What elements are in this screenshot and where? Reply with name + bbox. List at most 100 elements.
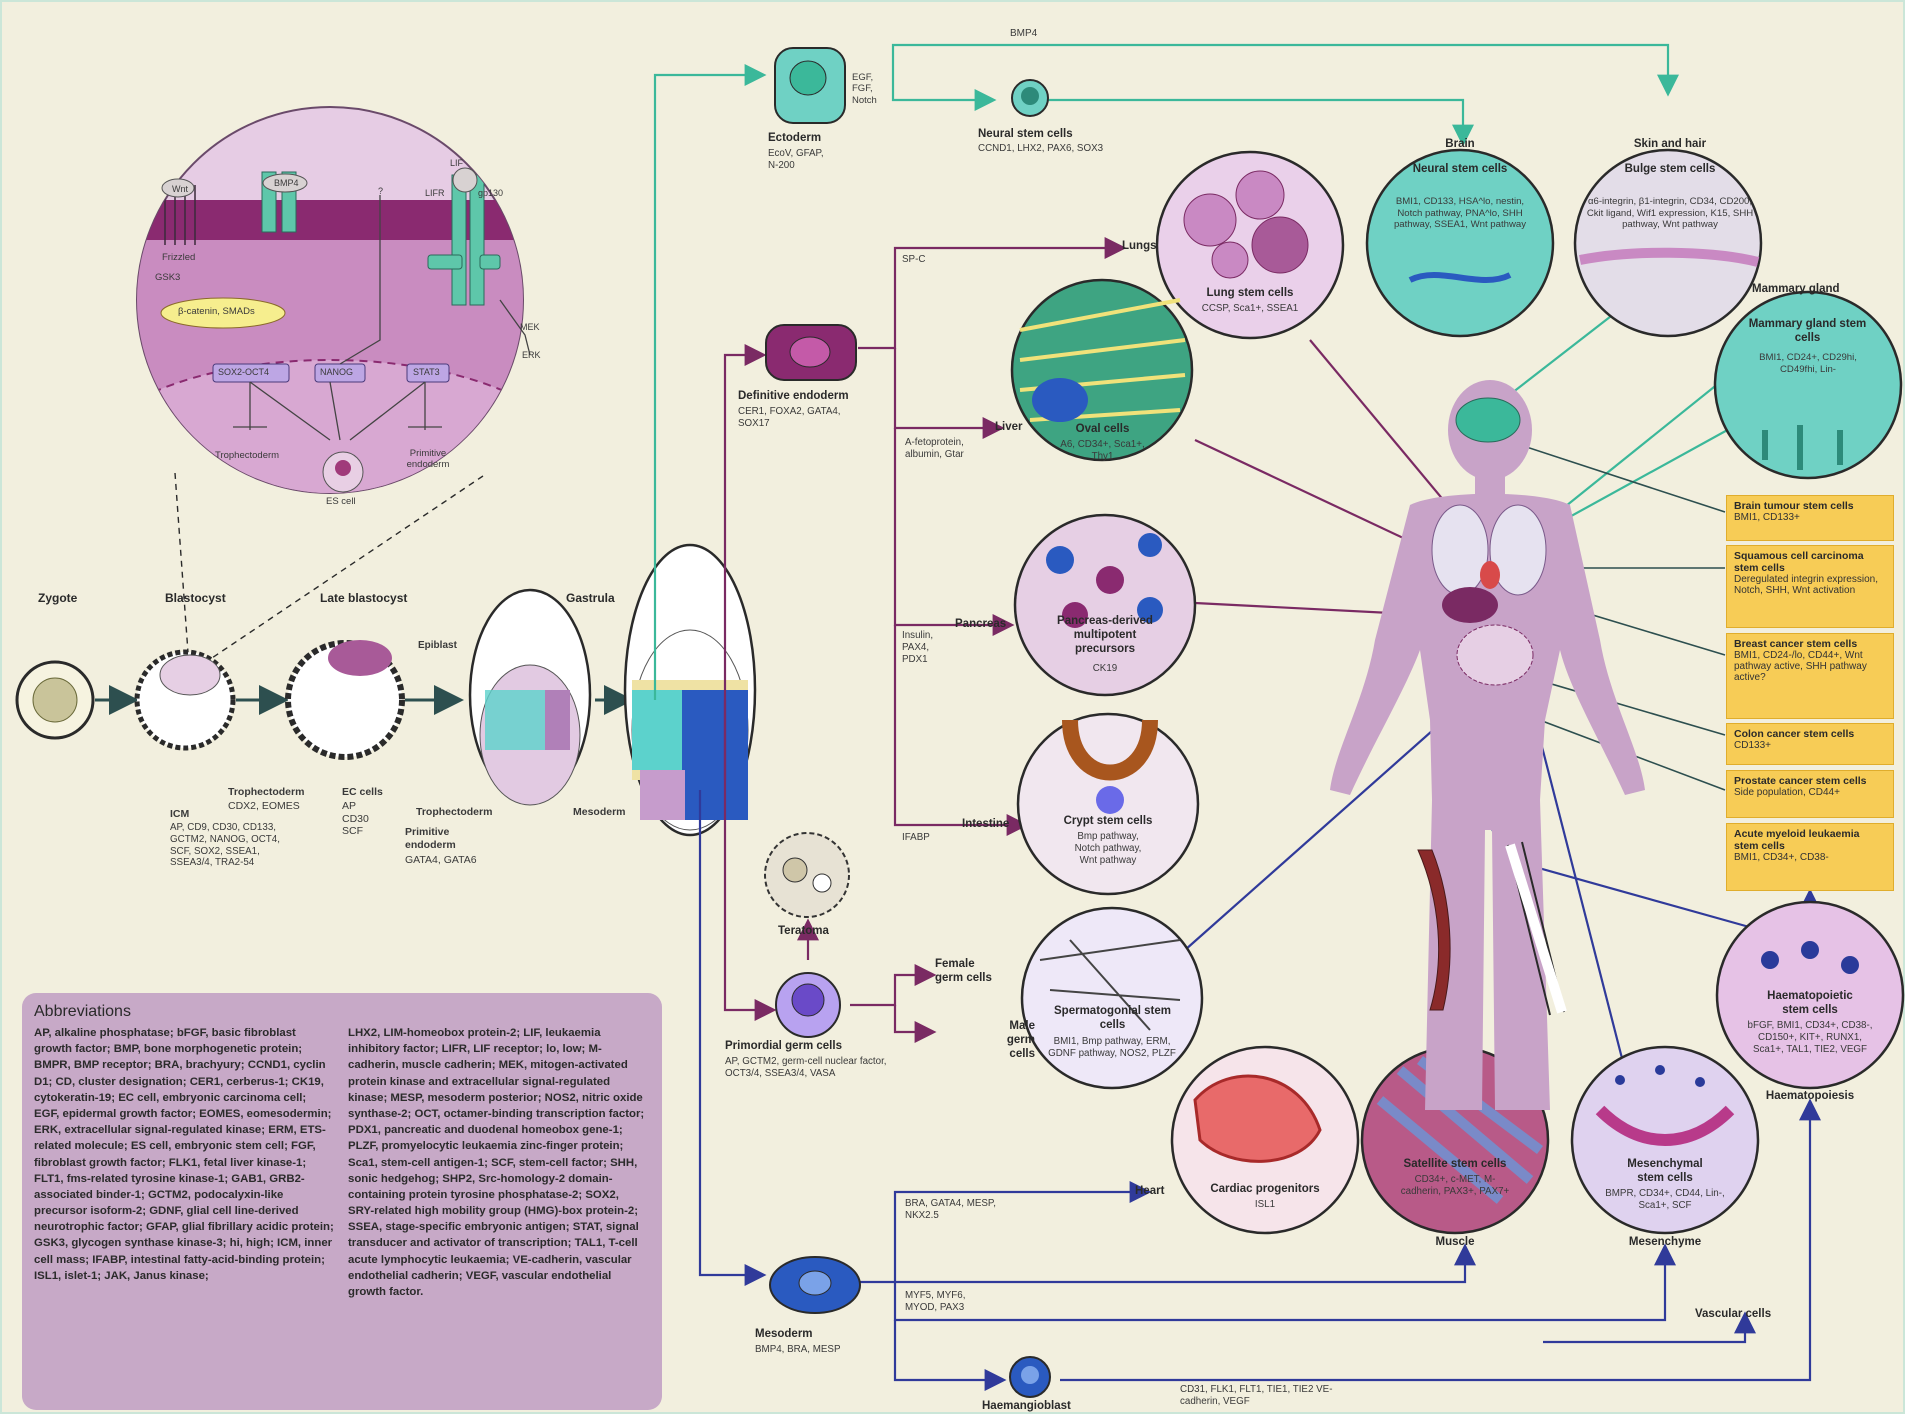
lifr-label: LIFR [425,188,445,199]
nanog-label: NANOG [320,367,353,378]
teratoma-label: Teratoma [778,925,829,939]
muscle-label: Muscle [1415,1236,1495,1250]
mesenchymal-title: Mesenchymal stem cells [1615,1158,1715,1186]
cardiac-title: Cardiac progenitors [1190,1183,1340,1197]
bmp4-label: BMP4 [1010,28,1037,40]
spc-label: SP-C [902,254,925,266]
haematopoietic-markers: bFGF, BMI1, CD34+, CD38-, CD150+, KIT+, … [1745,1020,1875,1055]
cancer-box-title: Brain tumour stem cells [1734,500,1886,512]
oval-cells-markers: A6, CD34+, Sca1+, Thy1 [1050,439,1155,463]
cancer-box-title: Squamous cell carcinoma stem cells [1734,550,1886,574]
gsk3-label: GSK3 [155,272,180,283]
pancreas-precursors-title: Pancreas-derived multipotent precursors [1050,615,1160,656]
cancer-box: Acute myeloid leukaemia stem cells BMI1,… [1726,823,1894,891]
gastrula-label: Gastrula [566,591,615,605]
stat3-label: STAT3 [413,367,440,378]
cancer-box: Breast cancer stem cells BMI1, CD24-/lo,… [1726,633,1894,719]
endoderm-markers: CER1, FOXA2, GATA4, SOX17 [738,406,848,430]
endoderm-title: Definitive endoderm [738,390,849,404]
sig-primitive-endoderm-label: Primitive endoderm [398,448,458,471]
pancreas-label: Pancreas [955,618,1006,632]
liver-markers: A-fetoprotein, albumin, Gtar [905,437,985,461]
zygote-label: Zygote [38,591,77,605]
primordial-markers: AP, GCTM2, germ-cell nuclear factor, OCT… [725,1056,905,1080]
cancer-box-desc: BMI1, CD133+ [1734,512,1886,523]
icm-markers: AP, CD9, CD30, CD133, GCTM2, NANOG, OCT4… [170,822,285,869]
wnt-label: Wnt [172,184,188,195]
neural-circle-title: Neural stem cells [1410,163,1510,177]
cancer-box-desc: CD133+ [1734,740,1886,751]
human-body-silhouette [1330,380,1645,1110]
unknown-receptor-label: ? [378,186,383,197]
mammary-gland-label: Mammary gland [1752,283,1840,297]
intestine-circle [1018,714,1198,894]
oval-cells-title: Oval cells [1040,423,1165,437]
cancer-box-title: Breast cancer stem cells [1734,638,1886,650]
haemangioblast-cell [1010,1357,1050,1397]
bulge-circle [1575,150,1761,336]
lungs-label: Lungs [1122,240,1157,254]
primordial-title: Primordial germ cells [725,1040,842,1054]
mesenchyme-label: Mesenchyme [1610,1236,1720,1250]
teratoma-blob [765,833,849,917]
ectoderm-title: Ectoderm [768,132,821,146]
late-blastocyst-label: Late blastocyst [320,591,407,605]
cancer-box-title: Colon cancer stem cells [1734,728,1886,740]
ectoderm-cell [775,48,845,123]
bulge-markers: α6-integrin, β1-integrin, CD34, CD200, C… [1585,196,1755,231]
blastocyst [137,652,233,748]
primordial-germ-cell [776,973,840,1037]
mammary-markers: BMI1, CD24+, CD29hi, CD49fhi, Lin- [1748,352,1868,375]
spermatogonial-title: Spermatogonial stem cells [1050,1005,1175,1033]
signalling-circle [80,107,580,580]
haematopoietic-title: Haematopoietic stem cells [1755,990,1865,1018]
bmp4-receptor-label: BMP4 [274,178,299,189]
trophectoderm-title: Trophectoderm [228,786,304,799]
spermatogonial-markers: BMI1, Bmp pathway, ERM, GDNF pathway, NO… [1042,1036,1182,1060]
gp130-label: gp130 [478,188,503,199]
frizzled-label: Frizzled [162,252,195,263]
gastrula-1 [470,590,590,805]
trophectoderm2-label: Trophectoderm [416,806,492,819]
cancer-box: Prostate cancer stem cells Side populati… [1726,770,1894,818]
mesoderm-title: Mesoderm [755,1328,813,1342]
lung-stem-title: Lung stem cells [1180,287,1320,301]
female-germ-label: Female germ cells [935,958,995,986]
bulge-title: Bulge stem cells [1615,163,1725,177]
satellite-markers: CD34+, c-MET, M-cadherin, PAX3+, PAX7+ [1400,1174,1510,1198]
brain-label: Brain [1420,138,1500,152]
ec-cells-title: EC cells [342,786,383,799]
mesoderm-markers: BMP4, BRA, MESP [755,1344,840,1356]
endoderm-cell [766,325,856,380]
cancer-box-desc: Side population, CD44+ [1734,787,1886,798]
ectoderm-factors: EGF, FGF, Notch [852,72,892,106]
neural-stem-title: Neural stem cells [978,128,1073,142]
haemangioblast-label: Haemangioblast [982,1400,1071,1414]
lung-stem-markers: CCSP, Sca1+, SSEA1 [1180,303,1320,315]
late-blastocyst [288,640,402,757]
abbreviations-column-2: LHX2, LIM-homeobox protein-2; LIF, leuka… [348,1025,648,1300]
cancer-box: Brain tumour stem cells BMI1, CD133+ [1726,495,1894,541]
haematopoiesis-label: Haematopoiesis [1750,1090,1870,1104]
pancreas-markers: Insulin, PAX4, PDX1 [902,630,942,665]
haemangioblast-markers: CD31, FLK1, FLT1, TIE1, TIE2 VE-cadherin… [1180,1384,1355,1408]
liver-label: Liver [995,421,1023,435]
icm-title: ICM [170,808,189,821]
cancer-box: Squamous cell carcinoma stem cells Dereg… [1726,545,1894,628]
sig-trophectoderm-label: Trophectoderm [215,450,279,461]
abbreviations-title: Abbreviations [34,1003,650,1021]
gastrula-2 [625,545,755,835]
neural-circle [1367,150,1553,336]
blastocyst-label: Blastocyst [165,591,226,605]
erk-label: ERK [522,350,541,361]
sox2-oct4-label: SOX2-OCT4 [218,367,269,378]
male-germ-label: Male germ cells [985,1020,1035,1061]
mesenchymal-markers: BMPR, CD34+, CD44, Lin-, Sca1+, SCF [1605,1188,1725,1212]
mesoderm-small-label: Mesoderm [573,806,626,819]
mammary-title: Mammary gland stem cells [1745,318,1870,346]
es-cell-label: ES cell [326,496,356,507]
zygote [17,662,93,738]
trophectoderm-markers: CDX2, EOMES [228,800,300,813]
primitive-endoderm-markers: GATA4, GATA6 [405,854,477,867]
